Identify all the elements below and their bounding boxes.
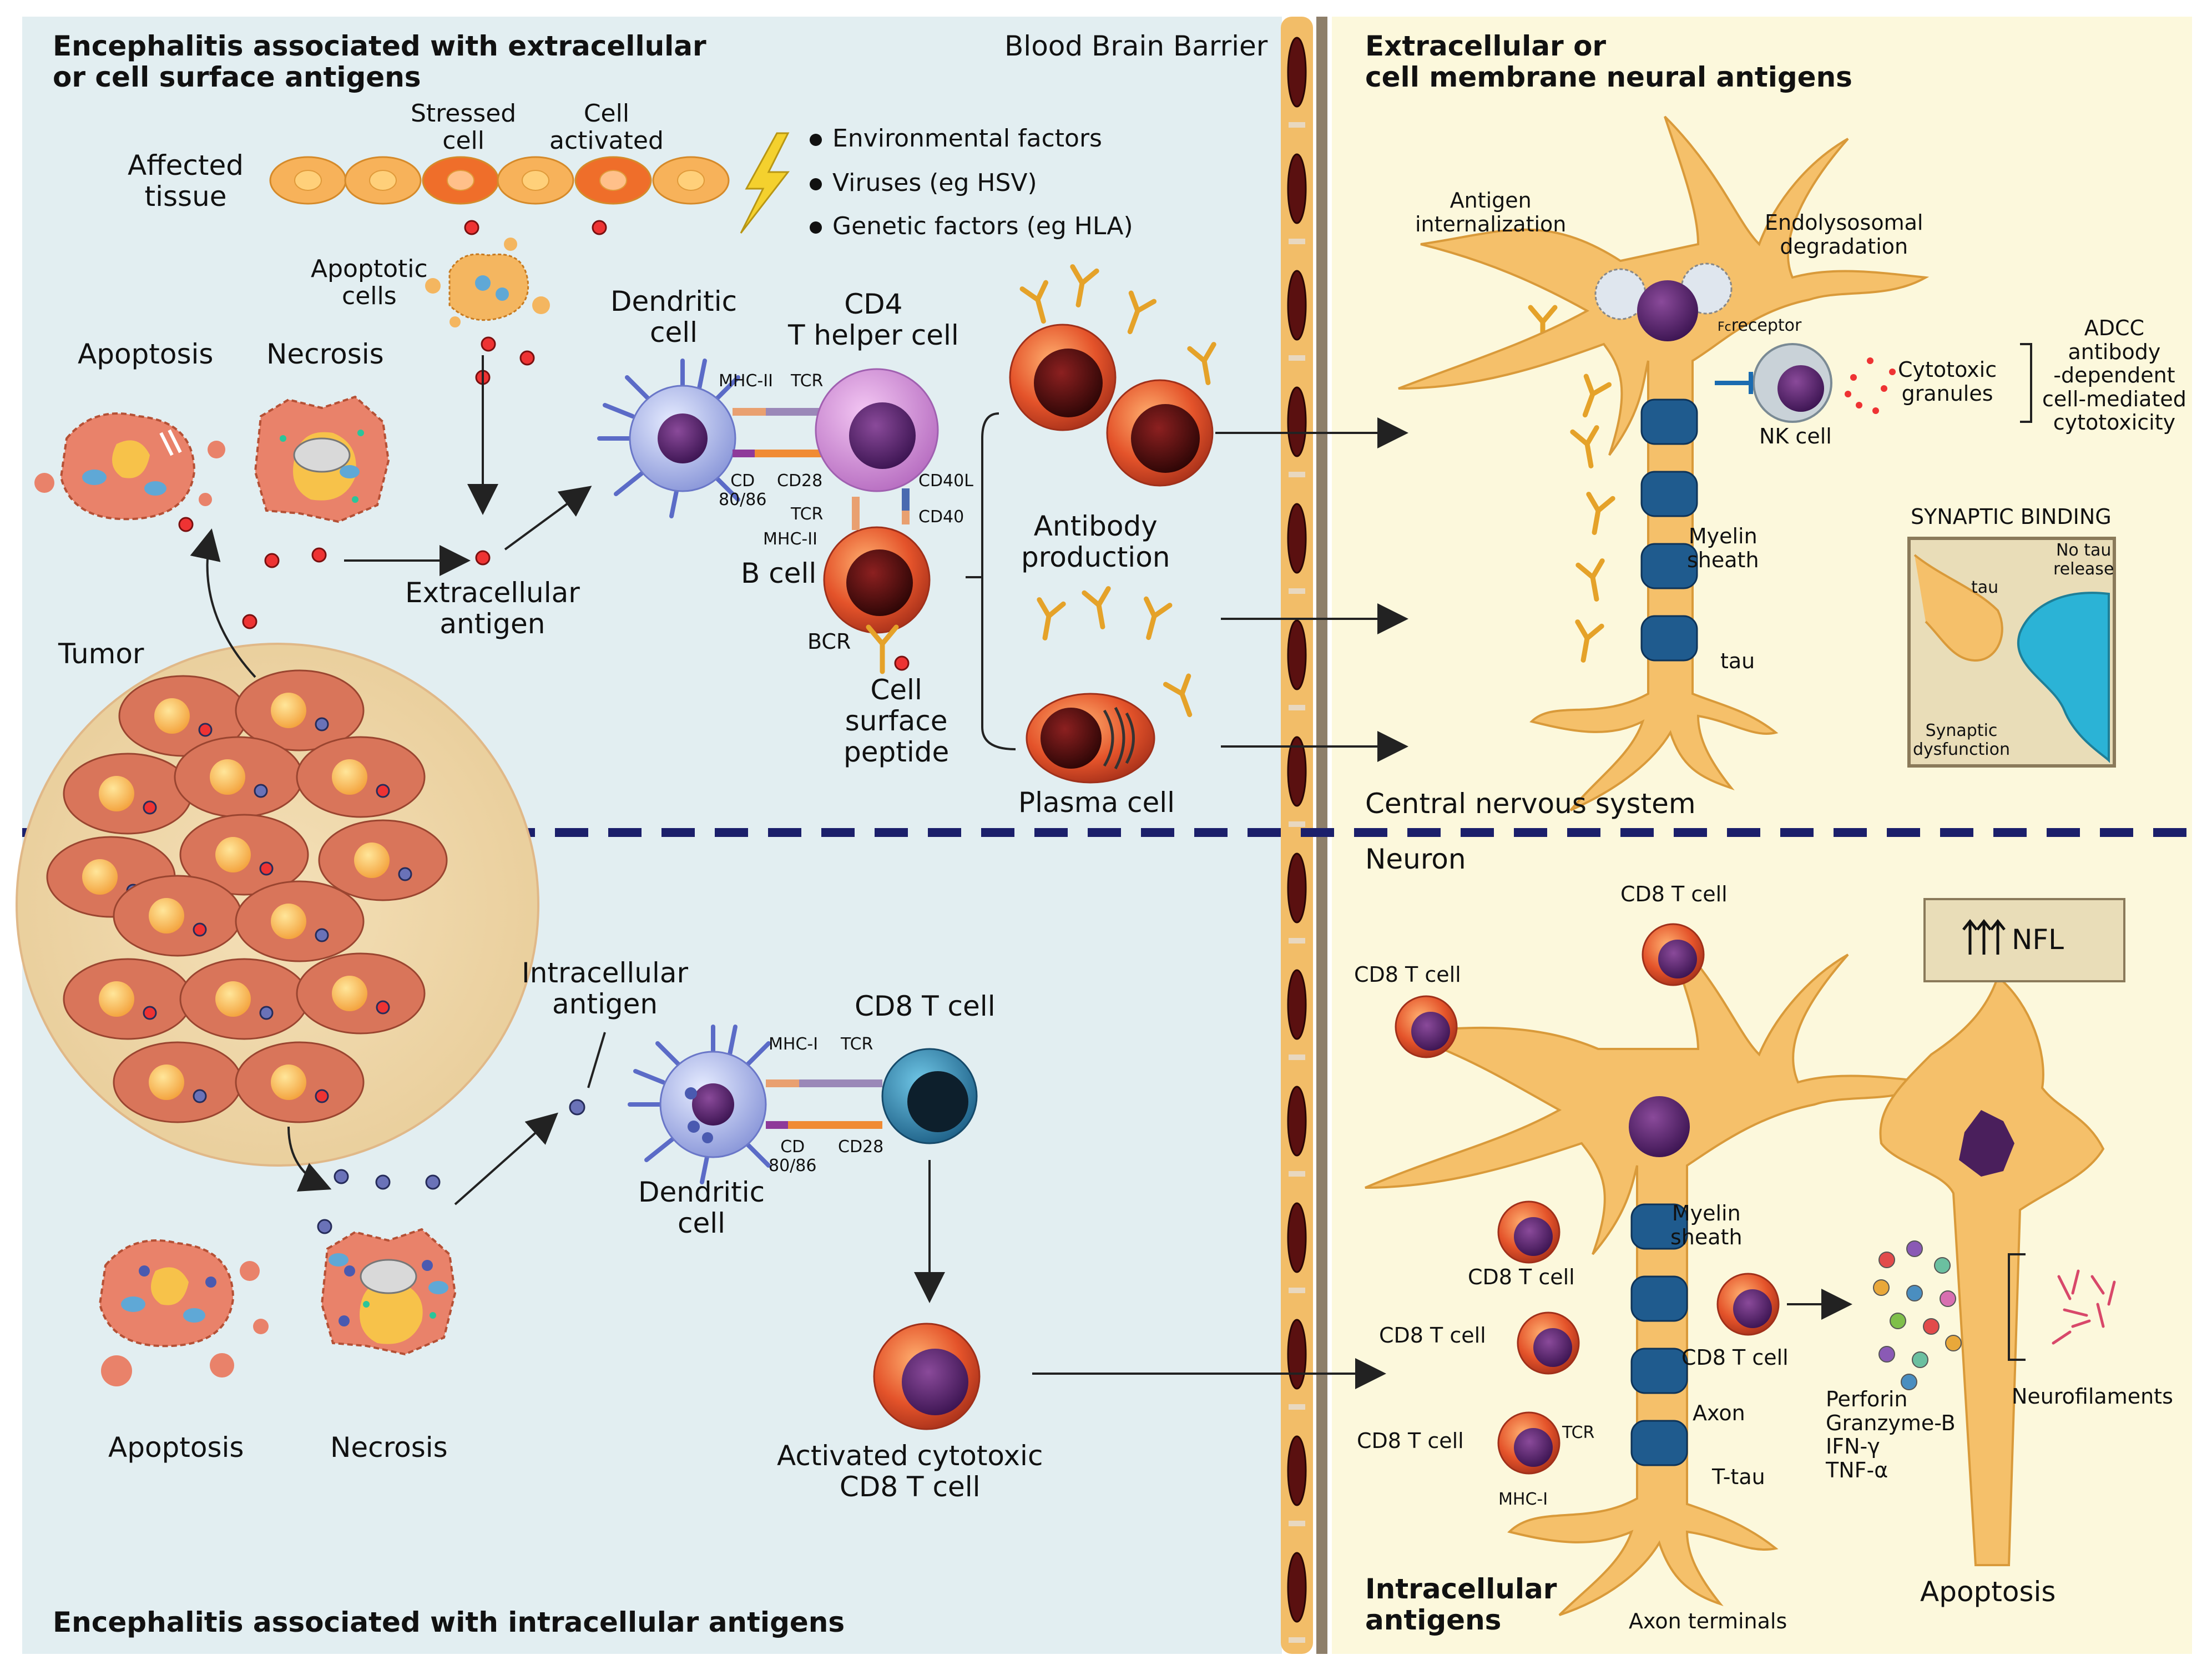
perforin-label: Perforin Granzyme-B IFN-γ TNF-α — [1826, 1387, 1956, 1482]
myelin-sheath-bottom-label: Myelin sheath — [1670, 1201, 1743, 1249]
receptor-label: receptor — [1731, 316, 1802, 335]
dendritic-cell-top-label: Dendritic cell — [610, 285, 738, 349]
heading-intracellular-antigens: Intracellular antigens — [1365, 1573, 1557, 1636]
tumor-label: Tumor — [58, 638, 144, 670]
intracellular-antigen-label: Intracellular antigen — [522, 957, 689, 1020]
neurofilaments-label: Neurofilaments — [2012, 1384, 2173, 1409]
axon-terminals-label: Axon terminals — [1629, 1609, 1787, 1633]
synaptic-binding-label: SYNAPTIC BINDING — [1911, 504, 2112, 529]
mhc2b-label: MHC-II — [763, 529, 817, 549]
myelin-sheath-top-label: Myelin sheath — [1687, 524, 1759, 572]
heading-extracellular: Encephalitis associated with extracellul… — [53, 30, 706, 93]
apoptosis-bottom-label: Apoptosis — [108, 1431, 244, 1464]
cd8-bottom-label: CD8 T cell — [855, 990, 996, 1022]
apoptotic-cells-label: Apoptotic cells — [311, 255, 428, 311]
cd40l-label: CD40L — [918, 471, 973, 491]
dendritic-cell-bottom-label: Dendritic cell — [638, 1176, 765, 1239]
neuron-label: Neuron — [1365, 843, 1466, 875]
cd40-label: CD40 — [918, 507, 964, 527]
tcr-bottom-label: TCR — [841, 1035, 873, 1054]
cytotoxic-granules-label: Cytotoxic granules — [1898, 357, 1997, 406]
t-tau-label: T-tau — [1712, 1465, 1765, 1489]
factor-environmental: Environmental factors — [832, 124, 1102, 153]
extracellular-antigen-label: Extracellular antigen — [405, 577, 580, 640]
mhc2-label: MHC-II — [719, 371, 773, 391]
bbb-label: Blood Brain Barrier — [1004, 30, 1268, 62]
cell-activated-label: Cell activated — [549, 99, 664, 155]
tau-top-label: tau — [1720, 649, 1755, 673]
cns-label: Central nervous system — [1365, 788, 1696, 820]
bcr-label: BCR — [807, 629, 851, 654]
factor-viruses: Viruses (eg HSV) — [832, 169, 1037, 197]
cell-surface-peptide-label: Cell surface peptide — [844, 674, 950, 768]
tcr-br-label: TCR — [1562, 1423, 1595, 1442]
cd8-label-a: CD8 T cell — [1620, 882, 1728, 906]
tcr-b-label: TCR — [791, 504, 824, 524]
cd8-label-b: CD8 T cell — [1354, 962, 1461, 987]
necrosis-top-label: Necrosis — [266, 338, 384, 370]
activated-cd8-label: Activated cytotoxic CD8 T cell — [777, 1440, 1043, 1503]
nk-cell-label: NK cell — [1759, 424, 1832, 448]
apoptosis-right-label: Apoptosis — [1920, 1576, 2056, 1608]
cd8-label-e: CD8 T cell — [1681, 1345, 1789, 1370]
factor-genetic: Genetic factors (eg HLA) — [832, 212, 1133, 240]
cd8-label-c: CD8 T cell — [1468, 1265, 1575, 1289]
fc-label: Fc — [1718, 320, 1731, 334]
cd8086-top-label: CD 80/86 — [719, 471, 767, 509]
cd28-bottom-label: CD28 — [838, 1137, 884, 1157]
no-tau-release-label: No tau release — [2053, 541, 2114, 579]
axon-label: Axon — [1693, 1401, 1745, 1425]
mhc1-br-label: MHC-I — [1498, 1490, 1548, 1509]
antibody-production-label: Antibody production — [1021, 510, 1170, 573]
fc-receptor-label: Fcreceptor — [1718, 316, 1801, 335]
synaptic-dysfunction-label: Synaptic dysfunction — [1913, 721, 2010, 759]
tcr-top-label: TCR — [791, 371, 824, 391]
endolysosomal-label: Endolysosomal degradation — [1765, 210, 1923, 259]
cd8-label-d: CD8 T cell — [1379, 1323, 1486, 1348]
cd28-top-label: CD28 — [777, 471, 823, 491]
cd8086-bottom-label: CD 80/86 — [769, 1137, 817, 1175]
affected-tissue-chain — [269, 156, 730, 205]
heading-intracellular: Encephalitis associated with intracellul… — [53, 1606, 845, 1638]
mhc1-bottom-label: MHC-I — [769, 1035, 819, 1054]
adcc-label: ADCC antibody -dependent cell-mediated c… — [2042, 316, 2186, 435]
affected-tissue-label: Affected tissue — [128, 149, 244, 213]
b-cell-label: B cell — [741, 557, 817, 589]
stressed-cell-label: Stressed cell — [411, 99, 517, 155]
plasma-cell-label: Plasma cell — [1018, 786, 1175, 819]
cd8-label-f: CD8 T cell — [1357, 1429, 1464, 1453]
apoptosis-top-label: Apoptosis — [78, 338, 214, 370]
nfl-label: NFL — [2012, 924, 2064, 956]
necrosis-bottom-label: Necrosis — [330, 1431, 448, 1464]
antigen-internalization-label: Antigen internalization — [1415, 188, 1567, 236]
heading-neural-membrane: Extracellular or cell membrane neural an… — [1365, 30, 1852, 93]
cd4-label: CD4 T helper cell — [788, 288, 959, 351]
tau-inner-label: tau — [1971, 578, 1999, 597]
